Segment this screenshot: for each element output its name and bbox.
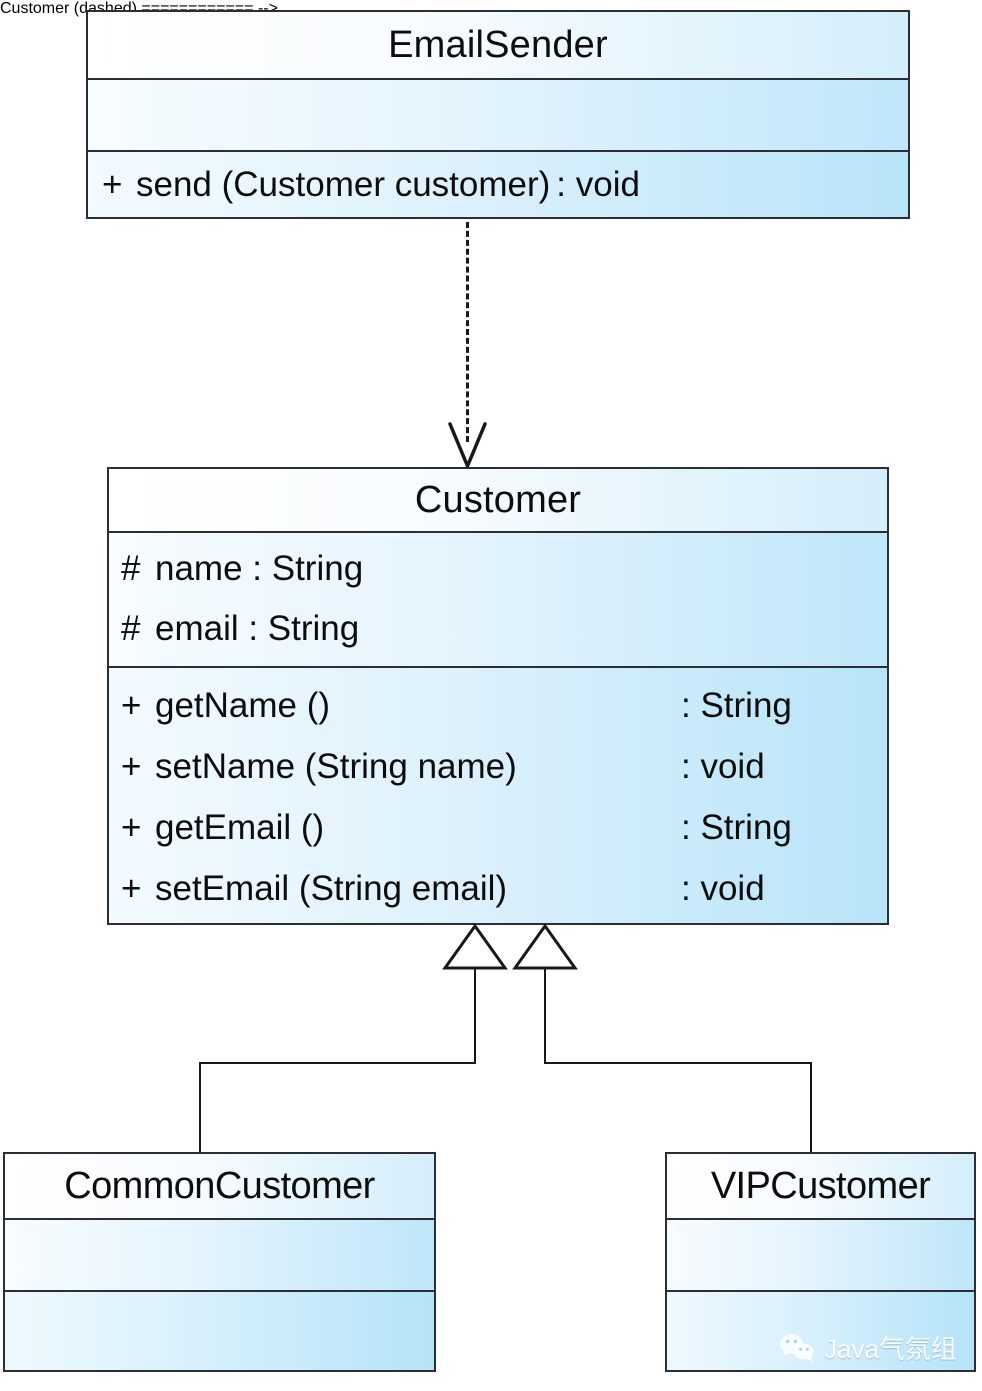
generalization-line-common-horizontal (199, 1062, 476, 1064)
operation-signature: getEmail () (155, 808, 325, 847)
attribute-signature: name : String (155, 549, 364, 588)
operation-visibility: + (121, 869, 142, 908)
operation-set-name: + setName (String name) : void (121, 737, 765, 797)
attribute-visibility: # (121, 549, 141, 588)
operation-get-email: + getEmail () : String (121, 798, 792, 858)
operation-visibility: + (121, 808, 142, 847)
attribute-email: # email : String (121, 599, 359, 659)
generalization-line-vip-horizontal (544, 1062, 812, 1064)
attribute-visibility: # (121, 609, 141, 648)
class-name-common-customer: CommonCustomer (64, 1164, 375, 1207)
class-box-common-customer[interactable]: CommonCustomer (3, 1152, 436, 1372)
operation-return-type: : void (681, 869, 765, 908)
operation-visibility: + (121, 747, 142, 786)
generalization-line-common-vertical-upper (474, 968, 476, 1063)
operation-send: + send (Customer customer) : void (102, 152, 640, 217)
class-title-row-vip-customer: VIPCustomer (667, 1154, 974, 1220)
generalization-line-vip-vertical-upper (544, 968, 546, 1063)
class-box-email-sender[interactable]: EmailSender + send (Customer customer) :… (86, 10, 910, 219)
operation-signature: send (Customer customer) (136, 164, 551, 204)
operation-return-type: : String (681, 808, 792, 847)
watermark: Java气氛组 (779, 1329, 957, 1366)
operation-visibility: + (102, 164, 123, 204)
class-attributes-row-email-sender (88, 80, 908, 152)
generalization-line-common-vertical-lower (199, 1062, 201, 1154)
class-attributes-row-vip-customer (667, 1220, 974, 1292)
operation-signature: setEmail (String email) (155, 869, 508, 908)
generalization-line-vip-vertical-lower (810, 1062, 812, 1154)
operation-return-type: : void (556, 164, 640, 204)
class-operations-row-common-customer (5, 1292, 434, 1370)
operation-signature: setName (String name) (155, 747, 517, 786)
class-name-email-sender: EmailSender (388, 23, 608, 66)
class-box-vip-customer[interactable]: VIPCustomer (665, 1152, 976, 1372)
class-attributes-row-common-customer (5, 1220, 434, 1292)
attribute-signature: email : String (155, 609, 360, 648)
class-box-customer[interactable]: Customer # name : String # email : Strin… (107, 467, 889, 925)
class-operations-row-email-sender: + send (Customer customer) : void (88, 152, 908, 217)
dependency-line-emailsender-customer (466, 222, 469, 442)
class-name-customer: Customer (414, 478, 582, 521)
watermark-text: Java气氛组 (824, 1334, 957, 1364)
operation-get-name: + getName () : String (121, 676, 792, 736)
generalization-arrowhead-common-customer (442, 923, 508, 970)
class-attributes-row-customer: # name : String # email : String (109, 533, 887, 668)
class-title-row-common-customer: CommonCustomer (5, 1154, 434, 1220)
operation-return-type: : String (681, 686, 792, 725)
class-operations-row-vip-customer (667, 1292, 974, 1370)
operation-visibility: + (121, 686, 142, 725)
class-title-row-email-sender: EmailSender (88, 12, 908, 80)
class-title-row-customer: Customer (109, 469, 887, 533)
attribute-name: # name : String (121, 539, 363, 599)
class-name-vip-customer: VIPCustomer (710, 1164, 931, 1207)
operation-set-email: + setEmail (String email) : void (121, 859, 765, 919)
generalization-arrowhead-vip-customer (512, 923, 578, 970)
operation-signature: getName () (155, 686, 331, 725)
wechat-icon (780, 1333, 814, 1362)
class-operations-row-customer: + getName () : String + setName (String … (109, 668, 887, 923)
operation-return-type: : void (681, 747, 765, 786)
